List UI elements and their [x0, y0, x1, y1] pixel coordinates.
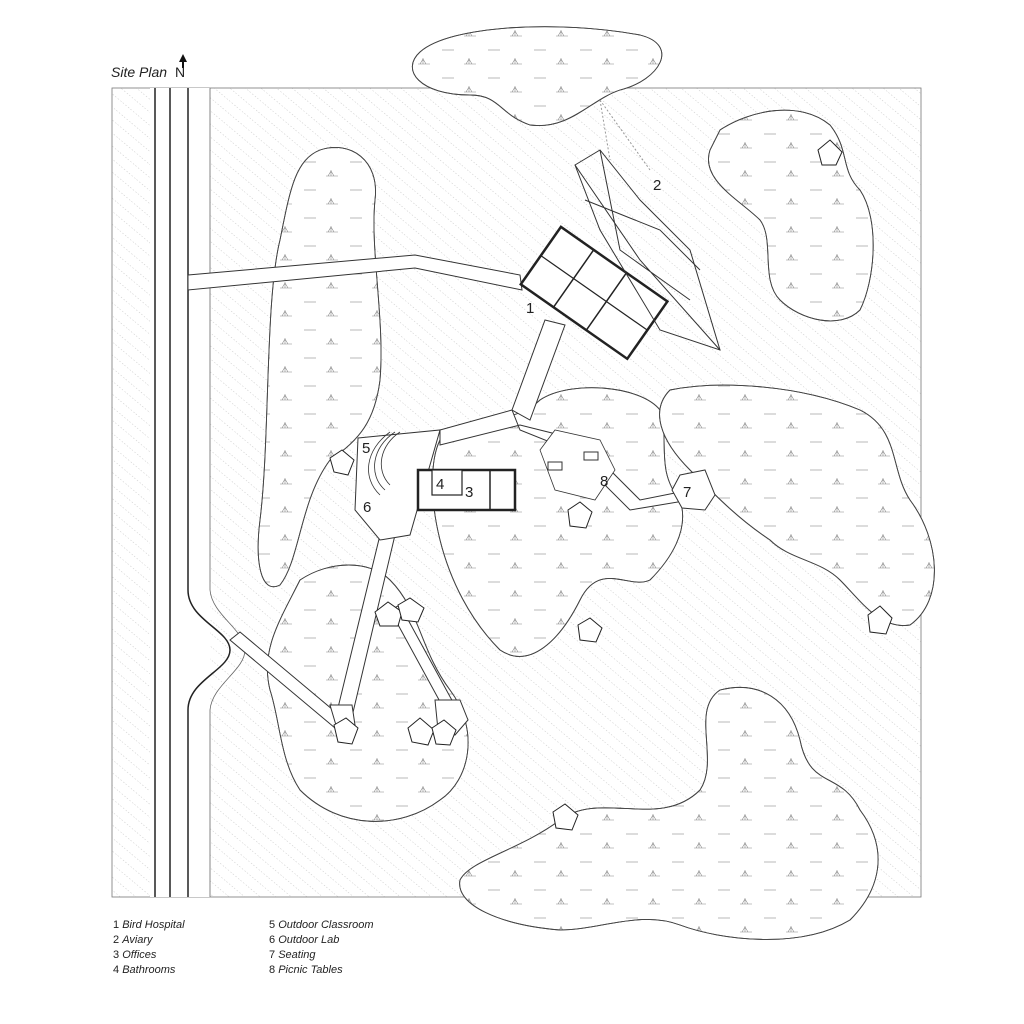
map-label-aviary: 2 — [653, 177, 661, 194]
offices-building — [416, 468, 517, 512]
north-label: N — [175, 64, 186, 80]
picnic-area — [539, 429, 616, 501]
legend-column-1: 1 Bird Hospital 2 Aviary 3 Offices 4 Bat… — [113, 918, 185, 978]
legend-item: 4 Bathrooms — [113, 964, 176, 976]
classroom-seating-arcs — [368, 431, 401, 496]
meadows — [257, 26, 935, 940]
legend-item: 8 Picnic Tables — [269, 964, 343, 976]
north-arrow-icon: N — [175, 54, 187, 80]
bird-hospital-building — [519, 225, 670, 361]
map-label-picnic-tables: 8 — [600, 473, 608, 490]
map-label-bathrooms: 4 — [436, 476, 444, 493]
map-label-offices: 3 — [465, 484, 473, 501]
legend-column-2: 5 Outdoor Classroom 6 Outdoor Lab 7 Seat… — [269, 918, 374, 978]
tree-icons — [329, 139, 893, 831]
legend-item: 5 Outdoor Classroom — [269, 919, 374, 931]
walkways — [187, 254, 691, 729]
road — [150, 88, 246, 897]
map-label-outdoor-lab: 6 — [363, 499, 371, 516]
legend-item: 3 Offices — [113, 949, 157, 961]
legend-item: 7 Seating — [269, 949, 316, 961]
aviary-structure — [574, 99, 721, 351]
map-label-bird-hospital: 1 — [526, 300, 534, 317]
outdoor-classroom-pad — [354, 429, 441, 541]
legend-item: 2 Aviary — [113, 934, 153, 946]
map-label-outdoor-classroom: 5 — [362, 440, 370, 457]
map-label-seating: 7 — [683, 484, 691, 501]
legend-item: 6 Outdoor Lab — [269, 934, 340, 946]
legend-item: 1 Bird Hospital — [113, 919, 185, 931]
page-title: Site Plan — [111, 64, 168, 80]
